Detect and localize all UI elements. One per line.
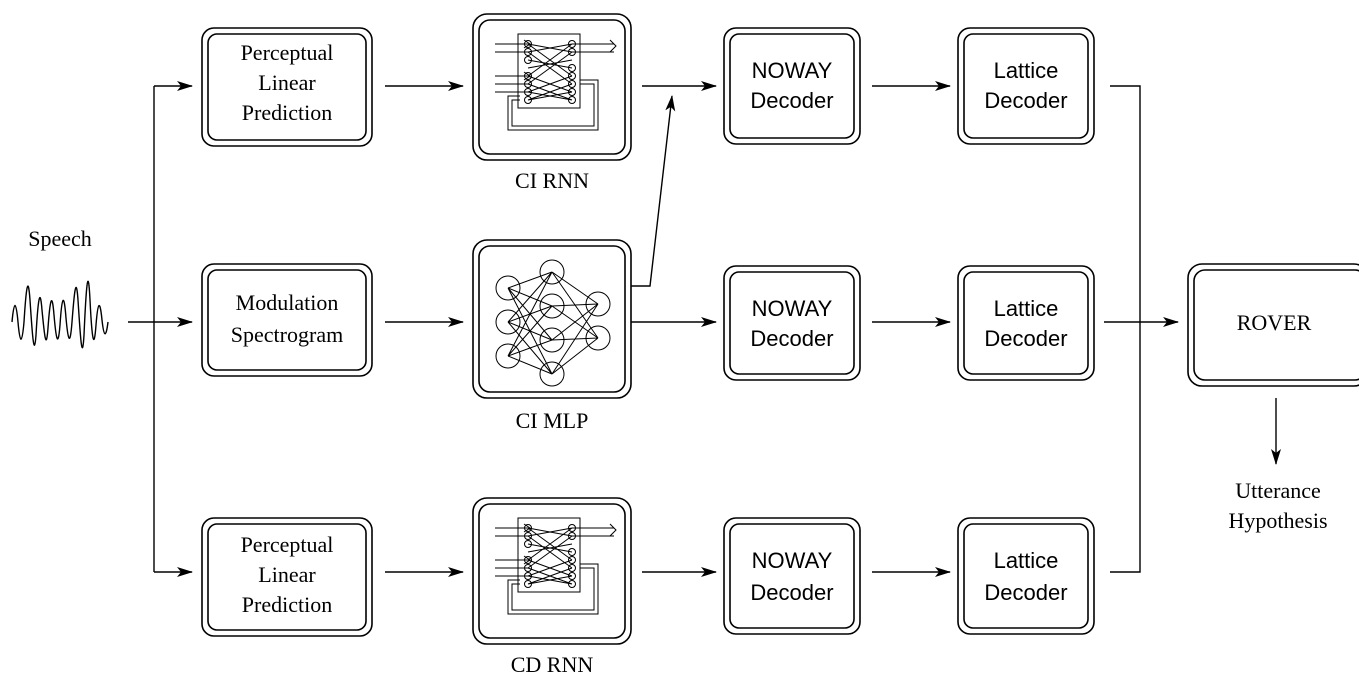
plp-bottom-line2: Linear <box>258 562 316 587</box>
cd-rnn-label: CD RNN <box>511 652 594 677</box>
cd-rnn-box <box>472 497 632 645</box>
lattice-bottom-line2: Decoder <box>984 580 1067 605</box>
plp-top-line2: Linear <box>258 70 316 95</box>
lattice-decoder-bottom-box: Lattice Decoder <box>957 517 1095 635</box>
modspec-line2: Spectrogram <box>231 322 343 347</box>
rover-label: ROVER <box>1237 310 1312 335</box>
ci-rnn-network-icon <box>495 33 617 131</box>
plp-bottom-line1: Perceptual <box>241 532 334 557</box>
rover-box: ROVER <box>1187 263 1359 387</box>
plp-top-line1: Perceptual <box>241 40 334 65</box>
speech-waveform-icon <box>11 280 109 349</box>
noway-decoder-middle-box: NOWAY Decoder <box>723 265 861 381</box>
ci-rnn-label: CI RNN <box>515 168 589 193</box>
noway-decoder-top-box: NOWAY Decoder <box>723 27 861 145</box>
output-line2: Hypothesis <box>1229 508 1328 533</box>
noway-decoder-bottom-box: NOWAY Decoder <box>723 517 861 635</box>
plp-bottom-box: Perceptual Linear Prediction <box>201 517 373 637</box>
ci-mlp-network-icon <box>495 259 611 387</box>
noway-top-line1: NOWAY <box>752 58 833 83</box>
output-line1: Utterance <box>1235 478 1321 503</box>
noway-bottom-line1: NOWAY <box>752 548 833 573</box>
lattice-top-line2: Decoder <box>984 88 1067 113</box>
plp-bottom-line3: Prediction <box>242 592 332 617</box>
plp-top-box: Perceptual Linear Prediction <box>201 27 373 147</box>
lattice-decoder-top-box: Lattice Decoder <box>957 27 1095 145</box>
lattice-bottom-line1: Lattice <box>994 548 1059 573</box>
lattice-top-line1: Lattice <box>994 58 1059 83</box>
lattice-middle-line2: Decoder <box>984 326 1067 351</box>
lattice-middle-line1: Lattice <box>994 296 1059 321</box>
ci-mlp-label: CI MLP <box>516 408 589 433</box>
arrow-ci-mlp-to-top-noway <box>631 95 676 287</box>
plp-top-line3: Prediction <box>242 100 332 125</box>
speech-label: Speech <box>28 226 92 251</box>
noway-top-line2: Decoder <box>750 88 833 113</box>
ci-mlp-box <box>472 239 632 399</box>
cd-rnn-network-icon <box>495 517 617 615</box>
modspec-line1: Modulation <box>236 290 339 315</box>
noway-middle-line1: NOWAY <box>752 296 833 321</box>
lattice-decoder-middle-box: Lattice Decoder <box>957 265 1095 381</box>
noway-middle-line2: Decoder <box>750 326 833 351</box>
noway-bottom-line2: Decoder <box>750 580 833 605</box>
lattice-merge-bracket-line <box>1110 85 1141 573</box>
ci-rnn-box <box>472 13 632 161</box>
modulation-spectrogram-box: Modulation Spectrogram <box>201 263 373 377</box>
